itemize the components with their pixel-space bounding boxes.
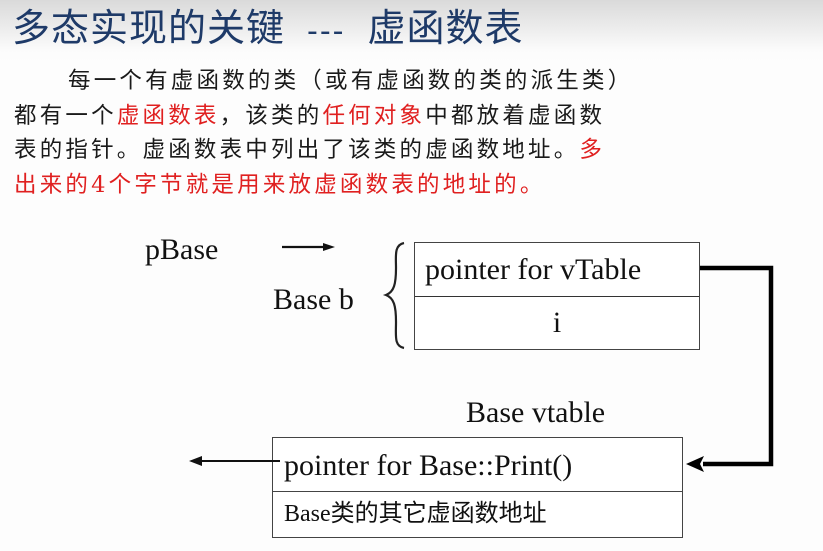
pbase-arrow-icon (282, 243, 335, 251)
text-segment: 表的指针。虚函数表中列出了该类的虚函数地址。 (14, 137, 580, 163)
title-band (0, 0, 823, 62)
object-box: pointer for vTable i (414, 242, 700, 350)
vtable-box: pointer for Base::Print() Base类的其它虚函数地址 (272, 437, 683, 538)
vptr-connector-arrow-icon (686, 265, 774, 472)
highlight-text: 出来的4个字节就是用来放虚函数表的地址的。 (14, 171, 546, 198)
vtable-label: Base vtable (466, 396, 606, 429)
paragraph-line-1: 每一个有虚函数的类（或有虚函数的类的派生类） (14, 64, 694, 99)
title-sub: 虚函数表 (367, 6, 524, 50)
print-pointer-cell: pointer for Base::Print() (273, 438, 682, 492)
other-vfunc-cell: Base类的其它虚函数地址 (284, 501, 547, 527)
title-main: 多态实现的关键 (12, 6, 286, 50)
title-separator: --- (307, 14, 346, 49)
slide-title: 多态实现的关键 --- 虚函数表 (12, 4, 524, 56)
paragraph-line-2: 都有一个虚函数表，该类的任何对象中都放着虚函数 (14, 99, 694, 134)
brace-icon (382, 241, 405, 350)
member-i-cell: i (552, 306, 562, 339)
text-segment: 都有一个 (14, 102, 117, 129)
text-segment: ，该类的 (219, 102, 323, 129)
base-b-label: Base b (273, 283, 354, 316)
text-segment: 每一个有虚函数的类（或有虚函数的类的派生类） (68, 68, 634, 94)
vptr-cell: pointer for vTable (415, 243, 699, 297)
text-segment: 中都放着虚函数 (425, 102, 606, 129)
print-pointer-arrow-icon (189, 456, 280, 466)
pbase-label: pBase (145, 233, 219, 266)
highlight-text: 多 (579, 137, 606, 163)
highlight-vtable: 虚函数表 (116, 102, 220, 129)
highlight-any-object: 任何对象 (322, 102, 426, 129)
explanation-paragraph: 每一个有虚函数的类（或有虚函数的类的派生类） 都有一个虚函数表，该类的任何对象中… (14, 64, 694, 202)
paragraph-line-3: 表的指针。虚函数表中列出了该类的虚函数地址。多 (14, 133, 694, 168)
paragraph-line-4: 出来的4个字节就是用来放虚函数表的地址的。 (14, 168, 694, 203)
